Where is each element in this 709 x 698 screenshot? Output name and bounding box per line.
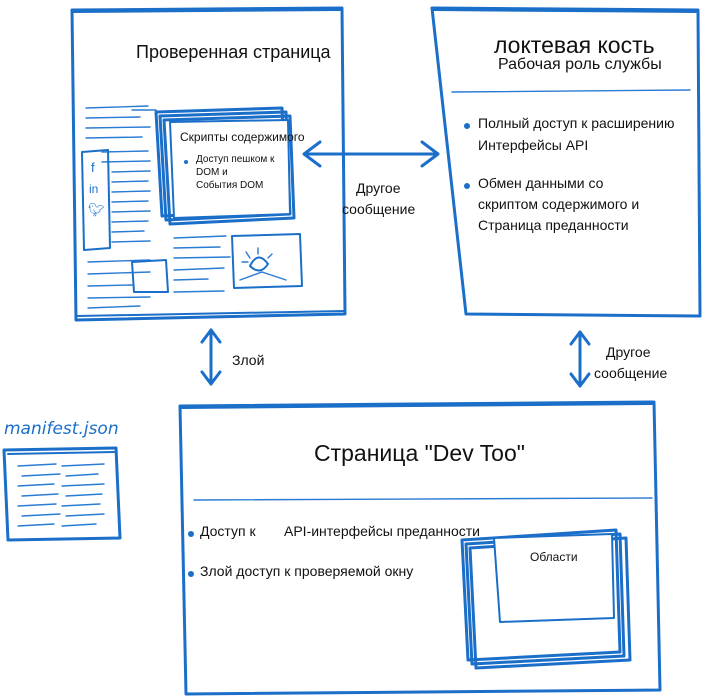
right-arrow-label-line2: сообщение — [594, 365, 668, 381]
sw-bullet-2-line2: скриптом содержимого и — [478, 196, 640, 212]
devtools-bullet-1-text2: API-интерфейсы преданности — [284, 523, 480, 539]
devtools-page-box — [178, 400, 662, 696]
content-scripts-bullet-line2: DOM и — [196, 167, 228, 178]
manifest-doc — [2, 446, 122, 542]
linkedin-icon: in — [89, 182, 99, 196]
panels-label: Области — [530, 550, 578, 564]
right-arrow-label-line1: Другое — [606, 344, 651, 360]
devtools-page-title: Страница "Dev Too" — [314, 440, 525, 466]
content-scripts-bullet — [184, 160, 188, 164]
left-arrow-label: Злой — [232, 352, 265, 368]
inspected-page-box — [70, 6, 347, 322]
twitter-icon: 🐦︎ — [88, 202, 105, 217]
content-scripts-bullet-line1: Доступ пешком к — [196, 154, 275, 165]
sw-bullet-2 — [464, 183, 470, 189]
inspected-page-title: Проверенная страница — [136, 42, 331, 62]
sw-bullet-1 — [464, 123, 470, 129]
panels-stack — [460, 528, 632, 670]
devtools-bullet-1-text1: Доступ к — [200, 523, 256, 539]
devtools-bullet-2 — [188, 571, 194, 577]
content-scripts-bullet-line3: События DOM — [196, 180, 264, 191]
devtools-bullet-2-text1: Злой доступ к проверяемой окну — [200, 563, 414, 579]
right-double-arrow — [569, 330, 591, 388]
sw-bullet-2-line3: Страница преданности — [478, 217, 629, 233]
sw-bullet-2-line1: Обмен данными со — [478, 175, 604, 191]
sw-bullet-1-line2: Интерфейсы API — [478, 137, 589, 153]
service-worker-title: локтевая кость — [494, 32, 655, 58]
sw-bullet-1-line1: Полный доступ к расширению — [478, 115, 675, 131]
devtools-bullet-1 — [188, 531, 194, 537]
service-worker-subtitle: Рабочая роль службы — [498, 56, 662, 73]
top-arrow-label-line2: сообщение — [342, 201, 416, 217]
top-double-arrow — [302, 140, 440, 168]
page-wireframe — [81, 105, 303, 309]
content-scripts-stack — [154, 106, 296, 226]
left-double-arrow — [200, 328, 222, 386]
top-arrow-label-line1: Другое — [356, 180, 401, 196]
facebook-icon: f — [91, 160, 95, 175]
service-worker-box — [430, 6, 702, 318]
content-scripts-title: Скрипты содержимого — [180, 130, 305, 144]
manifest-label: manifest.json — [4, 419, 119, 439]
